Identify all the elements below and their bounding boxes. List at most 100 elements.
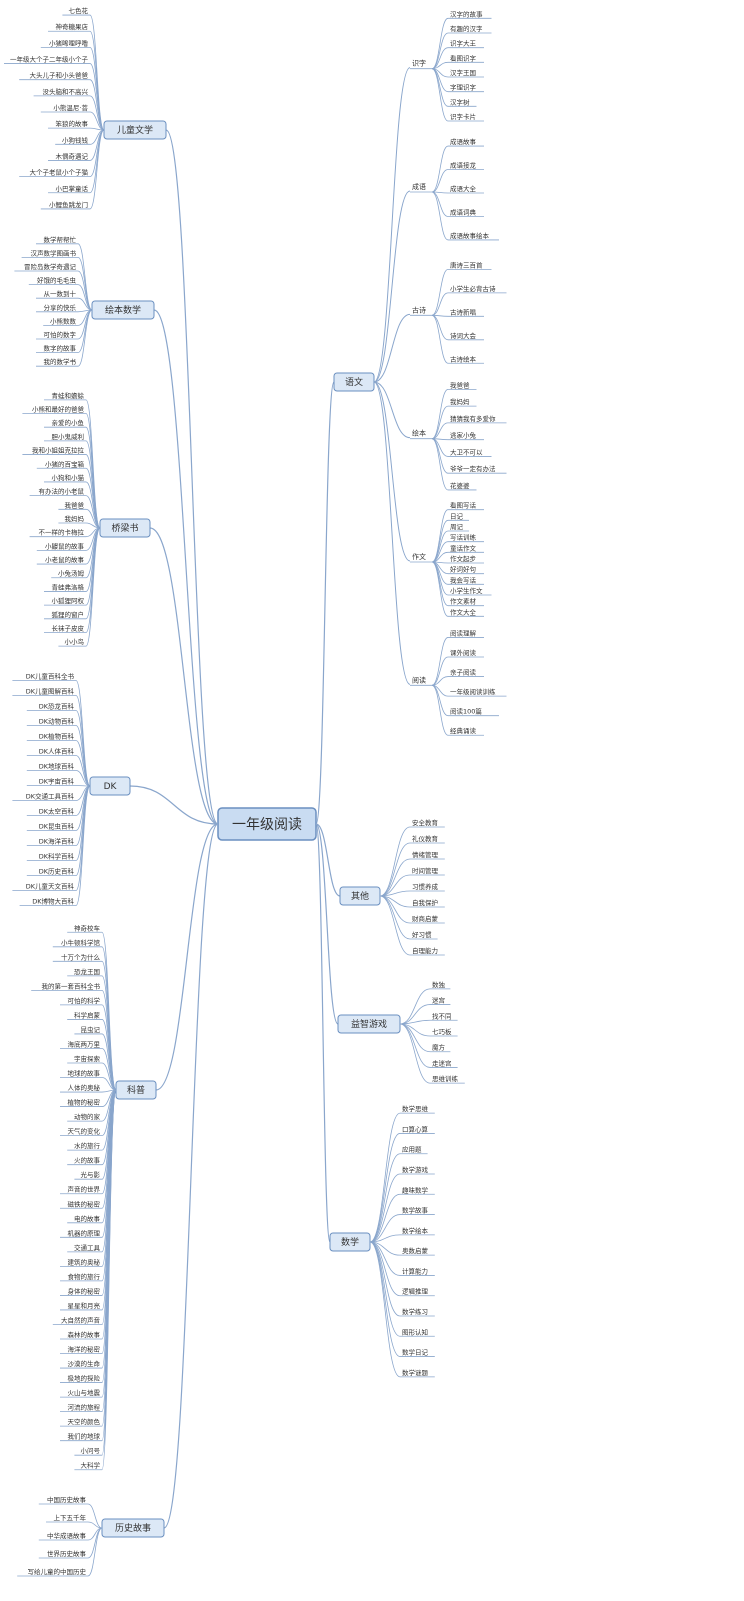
connector-line bbox=[75, 785, 91, 906]
leaf-label: 识字卡片 bbox=[450, 112, 476, 121]
leaf-label: 小鼹鼠的故事 bbox=[45, 541, 85, 550]
connector-line bbox=[315, 823, 331, 1243]
leaf-label: 机器的原理 bbox=[68, 1228, 101, 1237]
leaf-label: 逃家小兔 bbox=[450, 431, 477, 440]
connector-line bbox=[85, 495, 101, 529]
connector-line bbox=[431, 191, 449, 241]
connector-line bbox=[431, 145, 449, 193]
leaf-label: 经典诵读 bbox=[450, 726, 477, 735]
leaf-label: 走迷宫 bbox=[432, 1058, 452, 1067]
leaf-label: DK植物百科 bbox=[39, 732, 75, 741]
leaf-label: 奥数启蒙 bbox=[402, 1246, 429, 1255]
leaf-label: 星星和月亮 bbox=[68, 1301, 101, 1310]
connector-line bbox=[369, 1241, 401, 1378]
leaf-label: 数学绘本 bbox=[402, 1226, 429, 1235]
leaf-label: DK地球百科 bbox=[39, 762, 75, 771]
leaf-label: 我的数学书 bbox=[44, 357, 77, 366]
leaf-label: 我们的地球 bbox=[68, 1432, 101, 1441]
connector-line bbox=[373, 381, 411, 439]
connector-line bbox=[75, 710, 91, 787]
leaf-label: 分享的快乐 bbox=[44, 303, 77, 312]
leaf-label: 数学练习 bbox=[402, 1307, 428, 1316]
connector-line bbox=[315, 823, 341, 897]
leaf-label: 我会写话 bbox=[450, 575, 477, 584]
leaf-label: 食物的旅行 bbox=[68, 1272, 101, 1281]
leaf-label: 找不同 bbox=[432, 1011, 452, 1020]
leaf-label: 宇宙探索 bbox=[74, 1054, 101, 1063]
connector-line bbox=[89, 129, 105, 210]
leaf-label: 小巴掌童话 bbox=[56, 184, 89, 193]
leaf-label: 应用题 bbox=[402, 1145, 422, 1154]
leaf-label: 小鲤鱼跳龙门 bbox=[49, 200, 88, 209]
leaf-label: 好饿的毛毛虫 bbox=[37, 276, 77, 285]
leaf-label: 自理能力 bbox=[412, 946, 438, 955]
leaf-label: 昆虫记 bbox=[81, 1025, 101, 1034]
leaf-label: 诗词大会 bbox=[450, 331, 477, 340]
leaf-label: 交通工具 bbox=[74, 1243, 101, 1252]
leaf-label: 神奇糖果店 bbox=[56, 22, 89, 31]
branch-node-8-label: 益智游戏 bbox=[351, 1018, 387, 1030]
leaf-label: 神奇校车 bbox=[74, 923, 101, 932]
leaf-label: 光与影 bbox=[81, 1170, 101, 1179]
leaf-label: 数独 bbox=[432, 980, 446, 989]
leaf-label: DK宇宙百科 bbox=[39, 777, 75, 786]
connector-line bbox=[369, 1193, 401, 1243]
leaf-label: 七巧板 bbox=[432, 1027, 452, 1036]
leaf-label: 人体的奥秘 bbox=[68, 1083, 101, 1092]
connector-line bbox=[85, 527, 101, 647]
connector-line bbox=[379, 890, 411, 897]
connector-line bbox=[373, 190, 411, 383]
sub-branch-label: 成语 bbox=[412, 182, 426, 191]
leaf-label: 长袜子皮皮 bbox=[52, 623, 85, 632]
connector-line bbox=[369, 1241, 401, 1297]
connector-line bbox=[431, 561, 449, 617]
leaf-label: 冒险岛数学奇遇记 bbox=[24, 262, 77, 271]
leaf-label: 天气的变化 bbox=[68, 1127, 101, 1136]
connector-line bbox=[431, 68, 449, 122]
leaf-label: 亲子阅读 bbox=[450, 668, 477, 677]
leaf-label: 唐诗三百首 bbox=[450, 260, 483, 269]
leaf-label: 不一样的卡梅拉 bbox=[39, 528, 85, 537]
leaf-label: 好习惯 bbox=[412, 930, 432, 939]
leaf-label: 森林的故事 bbox=[68, 1330, 101, 1339]
leaf-label: 成语词典 bbox=[450, 207, 477, 216]
leaf-label: DK儿童图解百科 bbox=[26, 687, 75, 696]
connector-line bbox=[77, 243, 93, 311]
leaf-label: 从一数到十 bbox=[44, 289, 77, 298]
leaf-label: 迷宫 bbox=[432, 996, 445, 1005]
connector-line bbox=[101, 1062, 117, 1091]
connector-line bbox=[75, 755, 91, 787]
connector-line bbox=[431, 541, 449, 563]
connector-line bbox=[75, 770, 91, 787]
connector-line bbox=[77, 257, 93, 311]
root-label: 一年级阅读 bbox=[232, 816, 302, 833]
connector-line bbox=[369, 1241, 401, 1337]
leaf-label: 数学帮帮忙 bbox=[44, 235, 77, 244]
leaf-label: 图形认知 bbox=[402, 1327, 428, 1336]
leaf-label: 我爸爸 bbox=[450, 380, 470, 389]
leaf-label: DK人体百科 bbox=[39, 747, 75, 756]
leaf-label: 数学日记 bbox=[402, 1348, 429, 1357]
leaf-label: 写给儿童的中国历史 bbox=[28, 1567, 87, 1576]
connector-line bbox=[89, 129, 105, 194]
connector-line bbox=[149, 527, 219, 825]
connector-line bbox=[379, 895, 411, 924]
leaf-label: DK交通工具百科 bbox=[26, 792, 75, 801]
connector-line bbox=[89, 95, 105, 131]
sub-branch-label: 作文 bbox=[412, 552, 426, 561]
connector-line bbox=[431, 314, 449, 341]
connector-line bbox=[431, 422, 449, 440]
connector-line bbox=[369, 1112, 401, 1243]
leaf-label: 青蛙和蟾蜍 bbox=[52, 391, 85, 400]
leaf-label: 作文素材 bbox=[450, 597, 477, 606]
leaf-label: DK动物百科 bbox=[39, 717, 75, 726]
connector-line bbox=[431, 68, 449, 107]
leaf-label: 没头脑和不高兴 bbox=[43, 87, 89, 96]
leaf-label: 时间管理 bbox=[412, 866, 439, 875]
leaf-label: 魔方 bbox=[432, 1043, 446, 1052]
connector-line bbox=[399, 1023, 431, 1068]
sub-branch-label: 古诗 bbox=[412, 305, 426, 314]
leaf-label: 电的故事 bbox=[74, 1214, 101, 1223]
leaf-label: 天空的颜色 bbox=[68, 1417, 101, 1426]
connector-line bbox=[77, 309, 93, 367]
